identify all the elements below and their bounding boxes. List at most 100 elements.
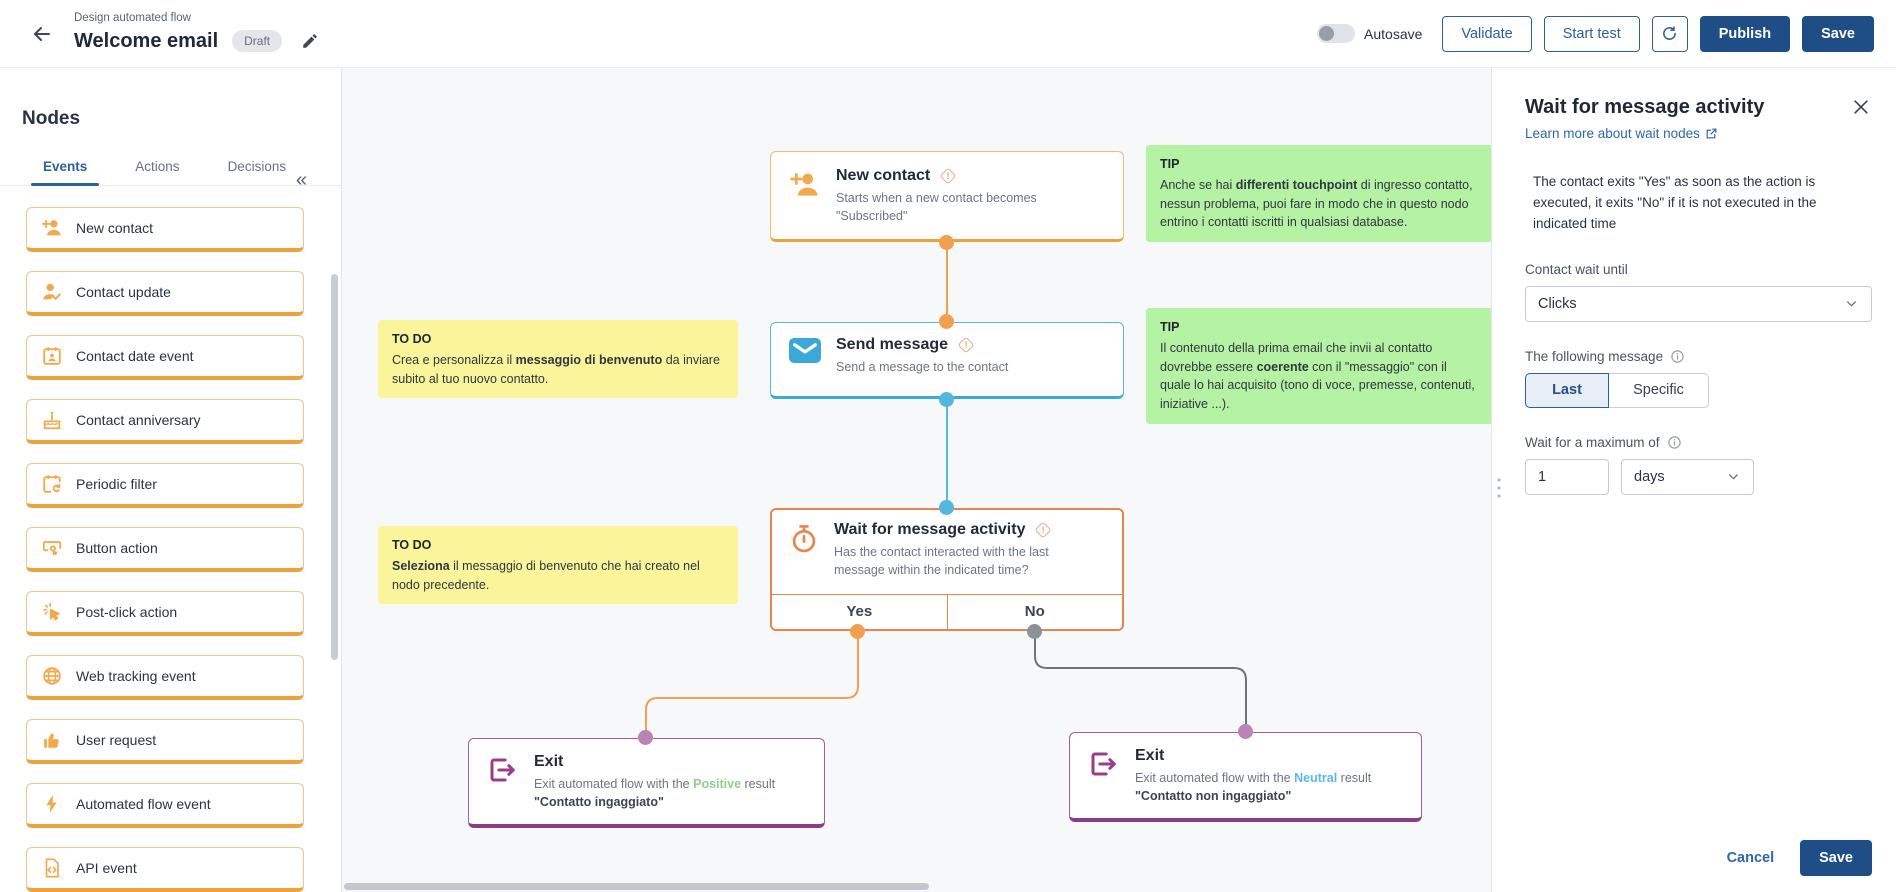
sidebar-item-label: Contact update: [76, 284, 171, 300]
node-description: Has the contact interacted with the last…: [834, 545, 1049, 577]
port-send-message-out[interactable]: [939, 392, 954, 407]
close-panel-button[interactable]: [1848, 94, 1874, 120]
node-wait-for-message-activity[interactable]: Wait for message activity Has the contac…: [770, 508, 1124, 631]
lightning-icon: [41, 793, 63, 815]
tip-note[interactable]: TIP Il contenuto della prima email che i…: [1146, 308, 1491, 424]
port-exit-neutral-in[interactable]: [1238, 724, 1253, 739]
canvas-horizontal-scrollbar[interactable]: [344, 883, 929, 890]
sidebar-item-periodic-filter[interactable]: Periodic filter: [26, 463, 304, 508]
node-new-contact[interactable]: New contact Starts when a new contact be…: [770, 151, 1124, 242]
validate-button[interactable]: Validate: [1442, 15, 1532, 52]
autosave-label: Autosave: [1364, 25, 1423, 42]
calendar-repeat-icon: [41, 473, 63, 495]
sidebar-item-label: Automated flow event: [76, 796, 211, 812]
start-test-button[interactable]: Start test: [1543, 15, 1640, 52]
sidebar-item-post-click-action[interactable]: Post-click action: [26, 591, 304, 636]
port-send-message-in[interactable]: [939, 314, 954, 329]
wait-maximum-label: Wait for a maximum of: [1525, 435, 1872, 450]
refresh-button[interactable]: [1651, 15, 1688, 52]
node-title: Exit: [534, 753, 564, 770]
exit-result-name: "Contatto ingaggiato": [534, 795, 664, 810]
node-exit-neutral[interactable]: Exit Exit automated flow with the Neutra…: [1069, 732, 1422, 822]
learn-more-link[interactable]: Learn more about wait nodes: [1525, 126, 1718, 141]
save-button[interactable]: Save: [1802, 15, 1874, 52]
person-check-icon: [41, 281, 63, 303]
todo-note[interactable]: TO DO Seleziona il messaggio di benvenut…: [378, 526, 738, 605]
globe-icon: [41, 665, 63, 687]
sidebar-item-label: Contact date event: [76, 348, 194, 364]
warning-diamond-icon: [939, 167, 957, 185]
sidebar-item-label: Web tracking event: [76, 668, 196, 684]
tip-note[interactable]: TIP Anche se hai differenti touchpoint d…: [1146, 145, 1491, 242]
node-title: Send message: [836, 336, 949, 353]
sidebar-tabs: Events Actions Decisions: [0, 159, 341, 186]
branch-no[interactable]: No: [946, 595, 1123, 629]
port-wait-in[interactable]: [939, 500, 954, 515]
external-link-icon: [1706, 128, 1717, 139]
sidebar-item-automated-flow-event[interactable]: Automated flow event: [26, 783, 304, 828]
wait-maximum-input[interactable]: [1525, 458, 1609, 495]
collapse-sidebar-button[interactable]: «: [295, 169, 307, 191]
tab-decisions[interactable]: Decisions: [227, 159, 287, 174]
node-description: Exit automated flow with the Positive re…: [534, 777, 776, 791]
page-title: Welcome email: [74, 29, 219, 52]
segment-specific[interactable]: Specific: [1609, 372, 1709, 408]
breadcrumb: Design automated flow: [74, 12, 191, 24]
sidebar-item-contact-update[interactable]: Contact update: [26, 271, 304, 316]
connector-send-to-wait: [946, 399, 948, 508]
contact-wait-until-select[interactable]: Clicks: [1525, 285, 1872, 322]
sidebar-item-label: Post-click action: [76, 604, 178, 620]
edit-title-button[interactable]: [296, 27, 324, 55]
node-title: Wait for message activity: [834, 521, 1026, 538]
toggle-knob: [1319, 26, 1335, 41]
node-title: New contact: [836, 167, 931, 184]
node-description: Exit automated flow with the Neutral res…: [1135, 771, 1372, 785]
back-arrow-icon: [34, 26, 50, 41]
port-wait-no-out[interactable]: [1027, 624, 1042, 639]
person-plus-icon: [41, 217, 63, 239]
branch-yes[interactable]: Yes: [846, 603, 873, 620]
node-send-message[interactable]: Send message Send a message to the conta…: [770, 322, 1124, 399]
file-code-icon: [41, 857, 63, 879]
info-icon: [1667, 436, 1681, 449]
autosave-toggle[interactable]: [1317, 24, 1356, 43]
publish-button[interactable]: Publish: [1699, 15, 1791, 52]
contact-wait-until-label: Contact wait until: [1525, 261, 1628, 277]
back-button[interactable]: [24, 16, 60, 52]
sidebar-item-user-request[interactable]: User request: [26, 719, 304, 764]
node-description: Starts when a new contact becomes "Subsc…: [836, 191, 1037, 223]
port-new-contact-out[interactable]: [939, 235, 954, 250]
panel-resize-grip[interactable]: [1495, 476, 1503, 505]
exit-icon: [487, 755, 519, 785]
segment-last[interactable]: Last: [1525, 372, 1609, 408]
button-press-icon: [41, 537, 63, 559]
sidebar-item-label: Periodic filter: [76, 476, 157, 492]
port-exit-positive-in[interactable]: [638, 730, 653, 745]
sidebar-item-button-action[interactable]: Button action: [26, 527, 304, 572]
tab-events[interactable]: Events: [31, 159, 100, 186]
sidebar-item-label: Button action: [76, 540, 158, 556]
cake-icon: [41, 409, 63, 431]
sidebar-item-web-tracking-event[interactable]: Web tracking event: [26, 655, 304, 700]
wait-unit-select[interactable]: days: [1621, 458, 1754, 495]
person-plus-icon: [789, 169, 821, 201]
cursor-click-icon: [41, 601, 63, 623]
panel-description: The contact exits "Yes" as soon as the a…: [1533, 174, 1817, 231]
todo-note[interactable]: TO DO Crea e personalizza il messaggio d…: [378, 320, 738, 399]
sidebar-item-new-contact[interactable]: New contact: [26, 207, 304, 252]
tab-actions[interactable]: Actions: [135, 159, 180, 174]
chevron-down-icon: [1726, 469, 1741, 484]
port-wait-yes-out[interactable]: [850, 624, 865, 639]
node-exit-positive[interactable]: Exit Exit automated flow with the Positi…: [468, 738, 825, 828]
sidebar-item-contact-anniversary[interactable]: Contact anniversary: [26, 399, 304, 444]
panel-save-button[interactable]: Save: [1800, 840, 1872, 876]
node-description: Send a message to the contact: [836, 360, 1009, 374]
sidebar-item-contact-date-event[interactable]: Contact date event: [26, 335, 304, 380]
flow-canvas[interactable]: New contact Starts when a new contact be…: [342, 68, 1491, 892]
sidebar-item-api-event[interactable]: API event: [26, 847, 304, 892]
envelope-icon: [789, 338, 821, 363]
pencil-icon: [303, 34, 317, 48]
cancel-button[interactable]: Cancel: [1726, 850, 1775, 866]
sidebar-scrollbar[interactable]: [331, 274, 338, 660]
stopwatch-icon: [788, 523, 820, 579]
